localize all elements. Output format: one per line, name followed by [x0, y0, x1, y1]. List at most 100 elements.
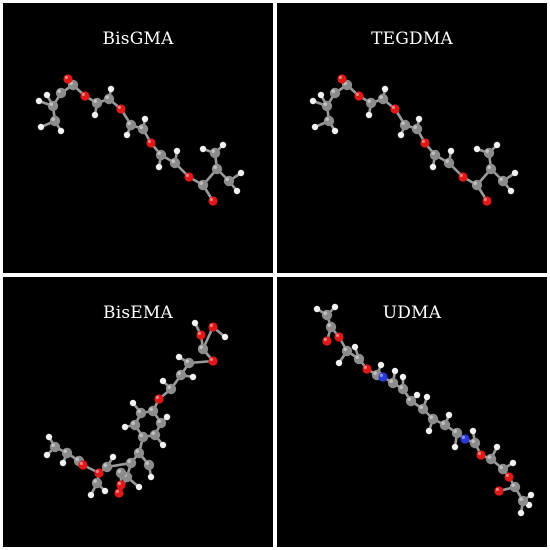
- hydrogen-atom: [309, 97, 317, 105]
- atom-highlight: [367, 99, 371, 103]
- atom-highlight: [505, 473, 509, 477]
- atom-highlight: [57, 89, 61, 93]
- oxygen-atom: [114, 488, 124, 498]
- atom-highlight: [164, 414, 168, 417]
- molecule-bisgma: [35, 74, 245, 206]
- oxygen-atom: [337, 74, 347, 84]
- hydrogen-atom: [469, 427, 477, 435]
- atom-highlight: [495, 487, 499, 491]
- hydrogen-atom: [365, 111, 373, 119]
- atom-highlight: [528, 492, 531, 495]
- atom-highlight: [139, 433, 143, 437]
- hydrogen-atom: [57, 127, 65, 135]
- hydrogen-atom: [331, 127, 339, 135]
- atom-highlight: [137, 409, 141, 413]
- atom-highlight: [332, 304, 335, 307]
- atom-highlight: [199, 181, 203, 185]
- carbon-atom: [175, 369, 187, 381]
- carbon-atom: [497, 463, 509, 475]
- atom-highlight: [234, 188, 238, 192]
- atom-highlight: [124, 132, 127, 136]
- atom-highlight: [510, 460, 513, 463]
- atom-highlight: [389, 379, 393, 383]
- hydrogen-atom: [429, 163, 437, 171]
- carbon-atom: [325, 321, 337, 333]
- carbon-atom: [483, 147, 495, 159]
- hydrogen-atom: [517, 509, 525, 517]
- atom-highlight: [38, 124, 41, 127]
- hydrogen-atom: [173, 147, 181, 155]
- atom-highlight: [51, 117, 55, 121]
- atom-highlight: [95, 469, 99, 473]
- hydrogen-atom: [87, 491, 95, 499]
- carbon-atom: [155, 149, 167, 161]
- atom-highlight: [110, 454, 113, 457]
- oxygen-atom: [494, 486, 504, 496]
- atom-highlight: [485, 149, 489, 153]
- atom-highlight: [199, 345, 203, 349]
- atom-highlight: [127, 121, 131, 125]
- carbon-atom: [55, 87, 67, 99]
- carbon-atom: [143, 459, 155, 471]
- oxygen-atom: [334, 332, 344, 342]
- hydrogen-atom: [331, 303, 339, 311]
- figure-grid: BisGMA TEGDMA BisEMA UDMA: [3, 3, 547, 547]
- carbon-atom: [321, 100, 333, 112]
- atom-highlight: [157, 151, 161, 155]
- atom-highlight: [483, 197, 487, 201]
- hydrogen-atom: [43, 451, 51, 459]
- carbon-atom: [417, 403, 429, 415]
- atom-highlight: [318, 92, 321, 95]
- hydrogen-atom: [313, 305, 321, 313]
- atom-highlight: [44, 92, 47, 95]
- carbon-atom: [223, 175, 235, 187]
- atom-highlight: [157, 419, 161, 423]
- oxygen-atom: [146, 138, 156, 148]
- oxygen-atom: [390, 104, 400, 114]
- atom-highlight: [211, 149, 215, 153]
- hydrogen-atom: [221, 333, 229, 341]
- hydrogen-atom: [493, 141, 501, 149]
- hydrogen-atom: [45, 433, 53, 441]
- carbon-atom: [149, 429, 161, 441]
- oxygen-atom: [78, 460, 88, 470]
- panel-title: BisGMA: [102, 29, 174, 49]
- hydrogen-atom: [451, 443, 459, 451]
- atom-highlight: [60, 460, 63, 463]
- panel-title: UDMA: [382, 303, 442, 323]
- nitrogen-atom: [460, 434, 470, 444]
- atom-highlight: [470, 428, 473, 431]
- hydrogen-atom: [135, 483, 143, 491]
- atom-highlight: [136, 484, 140, 487]
- hydrogen-atom: [59, 459, 67, 467]
- atom-highlight: [373, 371, 377, 375]
- atom-highlight: [413, 125, 417, 129]
- atom-highlight: [379, 95, 383, 99]
- atom-highlight: [399, 385, 403, 389]
- atom-highlight: [407, 397, 411, 401]
- atom-highlight: [213, 165, 217, 169]
- oxygen-atom: [362, 364, 372, 374]
- panel-bisgma: BisGMA: [3, 3, 273, 273]
- atom-highlight: [122, 424, 125, 427]
- panel-udma: UDMA: [277, 277, 547, 547]
- atom-highlight: [225, 177, 229, 181]
- atom-highlight: [459, 173, 463, 177]
- carbon-atom: [211, 163, 223, 175]
- oxygen-atom: [504, 472, 514, 482]
- oxygen-atom: [476, 450, 486, 460]
- carbon-atom: [91, 477, 103, 489]
- atom-highlight: [58, 128, 61, 131]
- carbon-atom: [137, 123, 149, 135]
- atom-highlight: [51, 443, 55, 447]
- panel-title: BisEMA: [103, 303, 173, 323]
- atom-highlight: [477, 451, 481, 455]
- atom-highlight: [185, 359, 189, 363]
- atom-highlight: [400, 374, 403, 377]
- hydrogen-atom: [447, 147, 455, 155]
- oxygen-atom: [116, 104, 126, 114]
- carbon-atom: [61, 447, 73, 459]
- atom-highlight: [452, 444, 455, 447]
- atom-highlight: [336, 360, 339, 363]
- atom-highlight: [115, 489, 119, 493]
